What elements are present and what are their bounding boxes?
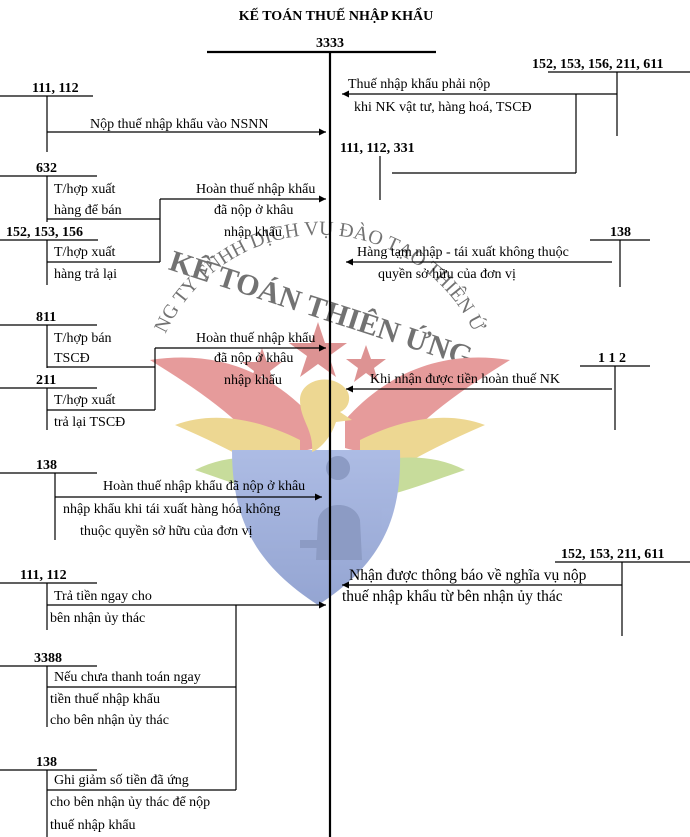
- label-tam-nhap: Hàng tạm nhập - tái xuất không thuộc: [357, 245, 569, 260]
- label-neu-chua-l3: cho bên nhận ủy thác: [50, 713, 169, 728]
- label-neu-chua-l2: tiền thuế nhập khẩu: [50, 692, 160, 707]
- label-ghi-giam-l2: cho bên nhận ủy thác để nộp: [50, 795, 210, 810]
- entry-uy-thac: 111, 112 Trả tiền ngay cho bên nhận ủy t…: [0, 568, 326, 837]
- label-nhan-tien: Khi nhận được tiền hoàn thuế NK: [370, 372, 560, 387]
- label-thop-xuat-1: T/hợp xuất: [54, 182, 116, 197]
- label-thop-xuat-2: T/hợp xuất: [54, 245, 116, 260]
- label-ghi-giam-l3: thuế nhập khẩu: [50, 818, 136, 833]
- entry-nhan-tien: 1 1 2 Khi nhận được tiền hoàn thuế NK: [346, 351, 650, 430]
- label-ghi-giam: Ghi giảm số tiền đã ứng: [54, 773, 189, 788]
- eagle-head-icon: [300, 379, 352, 452]
- account-111-112-lower: 111, 112: [20, 568, 67, 583]
- account-138-right: 138: [610, 225, 631, 240]
- shield-icon: [232, 450, 401, 605]
- entry-nop-thue: 111, 112 Nộp thuế nhập khẩu vào NSNN: [0, 81, 326, 152]
- entry-hoan-thue-tai-xuat: 138 Hoàn thuế nhập khẩu đã nộp ở khâu nh…: [0, 458, 322, 540]
- page-title: KẾ TOÁN THUẾ NHẬP KHẨU: [239, 6, 433, 24]
- label-phai-nop: Thuế nhập khẩu phải nộp: [348, 77, 490, 92]
- label-thong-bao-l2: thuế nhập khẩu từ bên nhận ủy thác: [342, 588, 563, 605]
- label-hoan-thue-2-l3: nhập khẩu: [224, 373, 282, 388]
- label-phai-nop-l2: khi NK vật tư, hàng hoá, TSCĐ: [354, 100, 532, 115]
- label-tra-tien: Trả tiền ngay cho: [54, 589, 152, 604]
- label-tscd: TSCĐ: [54, 351, 90, 366]
- entry-tam-nhap: 138 Hàng tạm nhập - tái xuất không thuộc…: [346, 225, 650, 287]
- label-tra-lai-tscd: trả lại TSCĐ: [54, 415, 125, 430]
- account-138-left: 138: [36, 458, 57, 473]
- label-hoan-thue-2-l2: đã nộp ở khâu: [214, 351, 293, 366]
- center-account-code: 3333: [316, 36, 344, 51]
- account-111-112: 111, 112: [32, 81, 79, 96]
- star-right-icon: [346, 345, 386, 382]
- label-hang-de-ban: hàng để bán: [54, 203, 122, 218]
- label-hoan-thue-1-l2: đã nộp ở khâu: [214, 203, 293, 218]
- star-left-icon: [242, 348, 282, 385]
- label-tra-tien-l2: bên nhận ủy thác: [50, 611, 145, 626]
- account-211: 211: [36, 373, 56, 388]
- label-thop-ban: T/hợp bán: [54, 331, 112, 346]
- account-3388: 3388: [34, 651, 62, 666]
- account-152-153-156-211-611: 152, 153, 156, 211, 611: [532, 57, 663, 72]
- label-thop-xuat-3: T/hợp xuất: [54, 393, 116, 408]
- label-hoan-thue-3-l2: nhập khẩu khi tái xuất hàng hóa không: [63, 502, 280, 517]
- entry-phai-nop: 152, 153, 156, 211, 611 Thuế nhập khẩu p…: [340, 57, 690, 200]
- account-152-153-211-611: 152, 153, 211, 611: [561, 547, 664, 562]
- entry-hoan-thue-tscd: 811 T/hợp bán TSCĐ 211 T/hợp xuất trả lạ…: [0, 310, 326, 430]
- label-neu-chua: Nếu chưa thanh toán ngay: [54, 670, 201, 685]
- label-tam-nhap-l2: quyền sở hữu của đơn vị: [378, 267, 516, 282]
- label-nop-thue: Nộp thuế nhập khẩu vào NSNN: [90, 117, 268, 132]
- entry-thong-bao: 152, 153, 211, 611 Nhận được thông báo v…: [342, 547, 690, 636]
- entry-hoan-thue-hang: 632 T/hợp xuất hàng để bán 152, 153, 156…: [0, 161, 326, 285]
- account-632: 632: [36, 161, 57, 176]
- star-center-icon: [289, 322, 347, 377]
- label-thong-bao: Nhận được thông báo về nghĩa vụ nộp: [349, 567, 587, 584]
- label-hoan-thue-1: Hoàn thuế nhập khẩu: [196, 182, 315, 197]
- label-hang-tra-lai: hàng trả lại: [54, 267, 117, 282]
- label-hoan-thue-1-l3: nhập khẩu: [224, 225, 282, 240]
- label-hoan-thue-3: Hoàn thuế nhập khẩu đã nộp ở khâu: [103, 479, 305, 494]
- account-111-112-331: 111, 112, 331: [340, 141, 415, 156]
- account-152-153-156: 152, 153, 156: [6, 225, 83, 240]
- account-138-bottom: 138: [36, 755, 57, 770]
- label-hoan-thue-2: Hoàn thuế nhập khẩu: [196, 331, 315, 346]
- account-811: 811: [36, 310, 56, 325]
- account-112-right: 1 1 2: [598, 351, 626, 366]
- label-hoan-thue-3-l3: thuộc quyền sở hữu của đơn vị: [80, 524, 253, 539]
